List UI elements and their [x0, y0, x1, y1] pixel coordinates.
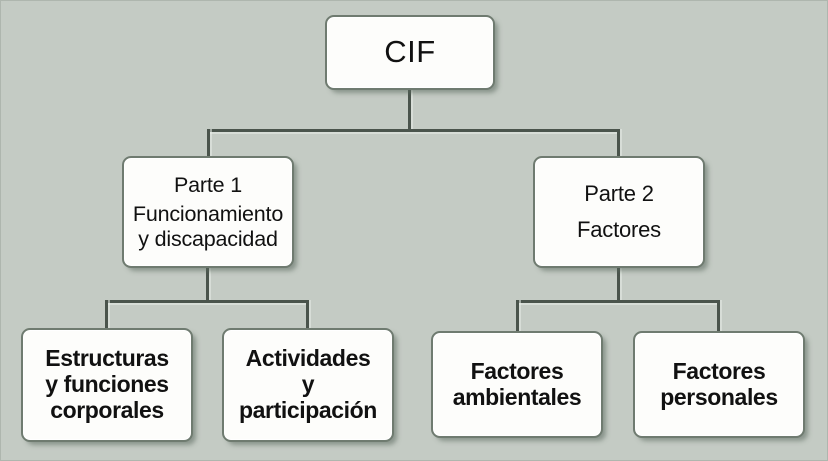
node-parte-2-line-1: Factores [577, 216, 661, 242]
node-actividades-line-2: y [301, 371, 315, 398]
connector-parte1-bus [105, 300, 309, 305]
connector-parte2-down [617, 268, 622, 303]
node-estructuras-line-1: Estructuras [45, 345, 169, 372]
connector-parte2-bus [516, 300, 720, 305]
node-factores-personales[interactable]: Factores personales [633, 331, 805, 438]
node-factores-ambientales[interactable]: Factores ambientales [431, 331, 603, 438]
node-estructuras-y-funciones-corporales[interactable]: Estructuras y funciones corporales [21, 328, 193, 442]
node-parte-1-line-2: y discapacidad [138, 226, 278, 251]
connector-level2-bus [207, 129, 620, 134]
connector-to-ambientales [516, 300, 521, 333]
node-parte-1[interactable]: Parte 1 Funcionamiento y discapacidad [122, 156, 294, 268]
connector-to-parte1 [207, 129, 212, 158]
node-personales-line-2: personales [660, 383, 778, 410]
node-ambientales-line-1: Factores [470, 357, 564, 384]
node-parte-1-line-1: Funcionamiento [132, 202, 284, 227]
node-cif[interactable]: CIF [325, 15, 495, 90]
node-actividades-y-participacion[interactable]: Actividades y participación [222, 328, 394, 442]
node-actividades-line-3: participación [239, 396, 377, 423]
node-ambientales-line-2: ambientales [452, 383, 582, 410]
node-actividades-line-1: Actividades [245, 345, 371, 372]
node-estructuras-line-2: y funciones [45, 371, 169, 398]
connector-parte1-down [206, 268, 211, 303]
node-cif-label: CIF [384, 34, 436, 70]
node-parte-2[interactable]: Parte 2 Factores [533, 156, 705, 268]
connector-root-down [408, 90, 413, 131]
connector-to-actividades [306, 300, 311, 330]
node-parte-1-title: Parte 1 [174, 173, 242, 198]
node-personales-line-1: Factores [672, 357, 766, 384]
connector-to-personales [717, 300, 722, 333]
node-estructuras-line-3: corporales [50, 396, 164, 423]
connector-to-parte2 [617, 129, 622, 158]
connector-to-estructuras [105, 300, 110, 330]
node-parte-2-title: Parte 2 [584, 180, 654, 206]
